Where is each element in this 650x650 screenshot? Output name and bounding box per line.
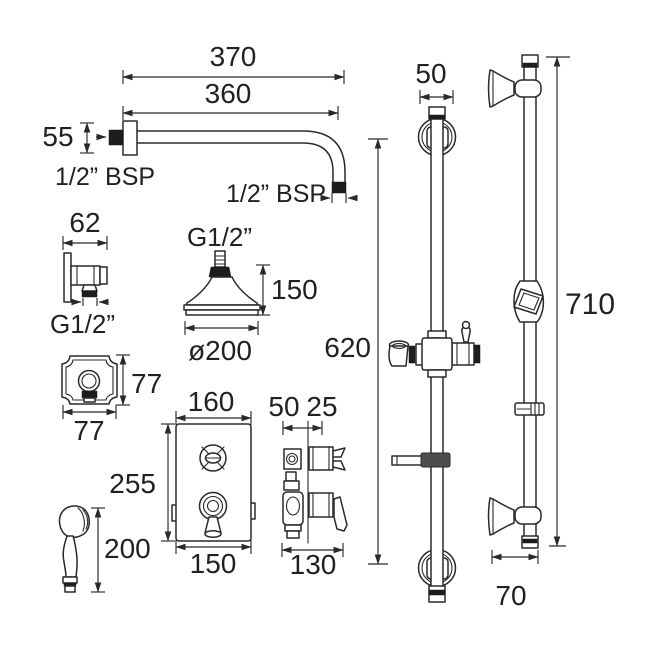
dim-label-valve-depth-front: 25: [306, 391, 337, 422]
dim-label-valve-height: 255: [109, 468, 156, 499]
dim-label-arm-projection: 360: [205, 78, 252, 109]
dim-label-arm-to-rail: 620: [324, 332, 371, 363]
slider-body: [421, 337, 453, 371]
label-arm-inlet-bsp: 1/2” BSP: [55, 163, 155, 191]
dim-label-valve-depth-total: 130: [290, 549, 337, 580]
holder-outlet: [451, 342, 475, 366]
wall-outlet-drawing: 62 G1/2”: [50, 207, 115, 339]
ring-stop: [514, 402, 545, 416]
handset-holder-cup: [388, 345, 409, 367]
label-outlet-thread: G1/2”: [50, 309, 115, 339]
valve-front-drawing: 160 150 255: [109, 386, 256, 579]
riser-rail-overall-drawing: 710 70: [487, 54, 615, 611]
label-arm-outlet-bsp: 1/2” BSP: [226, 180, 326, 208]
shower-arm-drawing: 370 360 55 1/2” BSP 1/2” BSP: [42, 41, 358, 208]
valve-body-rear-top: [283, 448, 302, 470]
outlet-spout: [81, 284, 98, 292]
valve-side-drawing: 50 25 130: [268, 391, 348, 580]
label-head-thread: G1/2”: [187, 222, 252, 252]
dim-label-valve-bottom-width: 150: [190, 548, 237, 579]
valve-plate: [175, 423, 252, 542]
dim-label-arm-overall: 370: [210, 41, 257, 72]
dim-label-arm-drop: 55: [42, 121, 73, 152]
dim-label-outlet-width: 62: [69, 207, 100, 238]
outlet-body: [70, 265, 101, 286]
head-bell: [185, 276, 259, 306]
outlet-wall-plate: [63, 252, 72, 303]
handset-drawing: 200: [58, 505, 151, 593]
head-thread-stub: [214, 250, 226, 268]
riser-rail-drawing: 50: [388, 58, 481, 603]
dim-620-group: 620: [324, 138, 388, 565]
dim-label-escutcheon-height: 77: [131, 368, 162, 399]
shower-head-drawing: G1/2” 150 ø200: [183, 222, 318, 366]
dim-label-valve-depth-rear: 50: [268, 391, 299, 422]
escutcheon-drawing: 77 77: [61, 354, 162, 446]
soap-dish: [391, 452, 451, 468]
dim-label-head-height: 150: [271, 274, 318, 305]
dim-label-escutcheon-width: 77: [73, 415, 104, 446]
arm-inlet-thread: [108, 129, 124, 146]
dim-label-bracket-depth: 70: [495, 580, 526, 611]
arm-wall-flange: [122, 120, 138, 156]
head-nut: [208, 266, 232, 278]
dim-label-handset-length: 200: [104, 533, 151, 564]
rail-bottom-bracket: [487, 497, 515, 536]
arm-outlet-thread: [331, 181, 347, 194]
diamond-slider: [513, 280, 545, 323]
handset-handle: [62, 535, 78, 578]
rail-top-bracket: [487, 69, 515, 108]
dim-label-head-diameter: ø200: [188, 335, 252, 366]
rail-slider-holder: [388, 320, 481, 378]
dim-label-rail-mount-width: 50: [415, 58, 446, 89]
valve-top-control-side: [308, 446, 334, 471]
dim-label-valve-top-width: 160: [188, 386, 235, 417]
dim-label-rail-length: 710: [565, 288, 615, 321]
